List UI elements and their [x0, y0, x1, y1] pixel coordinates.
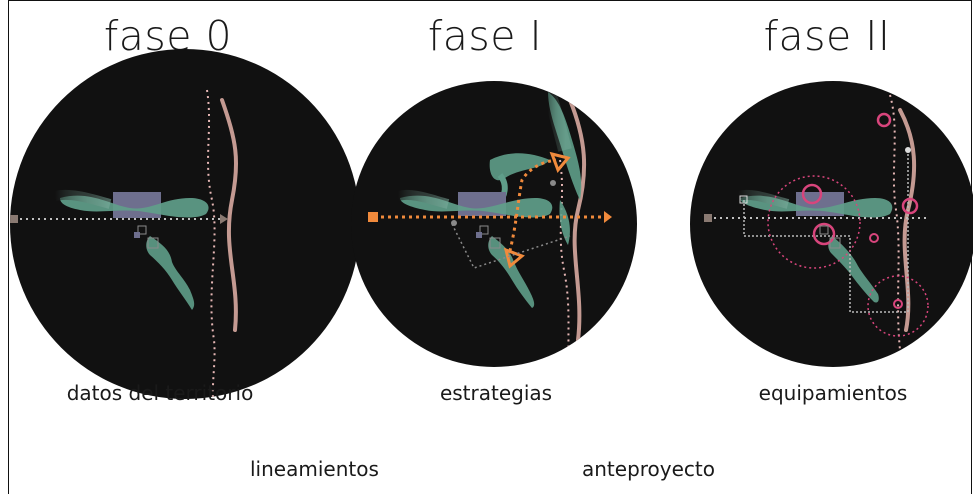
- disc-0-marker-b: [147, 237, 159, 249]
- disc-2-equipment-b: [801, 183, 823, 205]
- disc-1-ribbon-fade: [396, 190, 450, 209]
- disc-0-background: [10, 49, 360, 399]
- disc-2-service-lines: [743, 150, 909, 313]
- disc-1-ribbon-side: [559, 200, 570, 245]
- disc-0-marker-a: [137, 225, 147, 235]
- disc-2-marker-end: [905, 147, 911, 153]
- disc-0-river-dotted: [206, 89, 216, 399]
- disc-1-strategy-node-top: [549, 151, 571, 173]
- disc-1-grey-node: [451, 220, 457, 226]
- phase-2-title: fase II: [763, 12, 891, 60]
- disc-2-equipment-e: [869, 233, 879, 243]
- disc-1-grey-node-2: [550, 180, 556, 186]
- disc-1-ribbon-fade-top: [541, 87, 572, 152]
- disc-1-strategy-node-bottom: [503, 247, 525, 269]
- disc-1-strategy-start: [368, 212, 378, 222]
- disc-1-ribbon-branch: [488, 236, 535, 308]
- disc-0-marker-c: [134, 232, 140, 238]
- disc-0-axis-start: [10, 215, 18, 223]
- disc-1-background: [351, 81, 637, 367]
- bottom-label-anteproyecto: anteproyecto: [582, 457, 716, 481]
- disc-1-marker-a: [479, 225, 489, 235]
- disc-2-equipment-c: [901, 197, 919, 215]
- disc-0-river: [220, 98, 239, 332]
- disc-2-equipment-a: [876, 112, 892, 128]
- disc-0-building: [113, 192, 161, 218]
- disc-1-marker-b: [489, 237, 501, 249]
- disc-0-ribbon-fade: [53, 190, 112, 209]
- phase-1-title: fase I: [427, 12, 543, 60]
- disc-2-marker-b: [829, 237, 841, 249]
- disc-0-ribbon-branch: [146, 236, 195, 310]
- disc-phase-1: [351, 81, 637, 367]
- phase-1-caption: estrategias: [439, 381, 553, 405]
- disc-2-axis-start: [704, 214, 712, 222]
- bottom-label-lineamientos: lineamientos: [250, 457, 379, 481]
- disc-2-equipment-d: [812, 222, 836, 246]
- disc-2-background: [690, 81, 973, 367]
- disc-1-marker-c: [476, 232, 482, 238]
- disc-2-radius-minor: [867, 275, 929, 337]
- disc-0-axis-arrow: [220, 214, 228, 224]
- disc-2-ribbon-fade: [736, 190, 790, 209]
- disc-2-marker-start: [739, 195, 748, 204]
- disc-2-equipment-f: [893, 299, 903, 309]
- disc-phase-0: [10, 49, 360, 399]
- disc-2-river-dotted: [889, 94, 901, 351]
- disc-1-river: [568, 98, 587, 342]
- phase-2-caption: equipamientos: [758, 381, 908, 405]
- disc-1-grey-connector: [451, 223, 571, 269]
- disc-2-radius-major: [767, 175, 861, 269]
- disc-1-strategy-arrow: [604, 211, 612, 223]
- disc-2-marker-a: [819, 225, 829, 235]
- disc-phase-2: [690, 81, 973, 367]
- phase-0-caption: datos del territorio: [66, 381, 254, 405]
- disc-2-ribbon-branch: [828, 236, 879, 303]
- disc-1-ribbon-upper: [489, 153, 550, 181]
- disc-1-strategy-path: [506, 158, 557, 259]
